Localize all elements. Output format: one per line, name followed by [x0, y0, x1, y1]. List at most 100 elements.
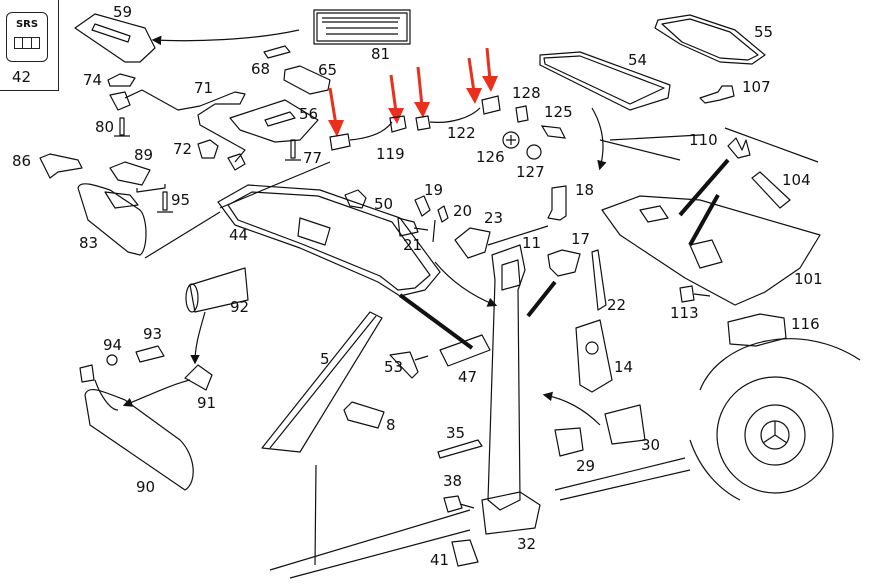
part-label-38: 38: [443, 472, 463, 490]
part-125-screw: [540, 125, 567, 139]
part-92-tube: [189, 267, 249, 313]
red-arrow-1: [328, 87, 344, 137]
part-label-65: 65: [318, 61, 338, 79]
part-119-cable: [329, 115, 407, 151]
part-32-trim: [481, 491, 541, 535]
part-label-59: 59: [113, 3, 133, 21]
part-21-screw: [397, 217, 429, 237]
part-label-95: 95: [171, 191, 191, 209]
part-label-89: 89: [134, 146, 154, 164]
srs-airbag-icon: SRS: [6, 12, 48, 62]
part-label-92: 92: [230, 298, 250, 316]
part-95-screw: [157, 191, 173, 213]
part-91-pad: [184, 364, 213, 391]
part-label-18: 18: [575, 181, 595, 199]
part-86-clip: [39, 153, 83, 179]
part-5-pillar: [261, 311, 383, 453]
part-83-mirror: [77, 183, 147, 256]
part-label-91: 91: [197, 394, 217, 412]
part-90-mirror: [84, 388, 194, 491]
part-11-pillar: [487, 244, 526, 511]
part-17-clip: [547, 249, 581, 277]
part-label-72: 72: [173, 140, 193, 158]
part-18-bracket: [547, 185, 567, 221]
part-label-110: 110: [689, 131, 718, 149]
part-label-14: 14: [614, 358, 634, 376]
part-label-116: 116: [791, 315, 820, 333]
part-label-11: 11: [522, 234, 542, 252]
part-label-5: 5: [320, 350, 330, 368]
part-81-label-plate: [313, 9, 411, 45]
red-arrow-3: [414, 66, 430, 118]
part-label-29: 29: [576, 457, 596, 475]
part-label-86: 86: [12, 152, 32, 170]
part-23-trim: [454, 227, 491, 259]
part-110-emblem: [727, 137, 751, 159]
part-20-clip: [432, 205, 449, 243]
srs-badge-text: SRS: [15, 19, 39, 30]
part-74-clip: [107, 73, 136, 87]
part-77-screw: [285, 139, 301, 161]
srs-indicator-grid: [14, 37, 40, 49]
part-116-block: [727, 313, 787, 347]
part-label-74: 74: [83, 71, 103, 89]
part-8-clip: [343, 401, 385, 429]
part-56-visor: [229, 99, 319, 143]
part-label-101: 101: [794, 270, 823, 288]
part-label-32: 32: [517, 535, 537, 553]
part-101-rear-panel: [601, 195, 821, 306]
part-label-30: 30: [641, 436, 661, 454]
part-label-107: 107: [742, 78, 771, 96]
part-71-harness: [124, 89, 246, 163]
part-128-clip: [515, 105, 529, 123]
part-113-screw: [679, 285, 711, 303]
part-label-122: 122: [447, 124, 476, 142]
red-arrow-5: [482, 47, 498, 92]
part-label-83: 83: [79, 234, 99, 252]
part-label-71: 71: [194, 79, 214, 97]
wheel: [716, 376, 834, 494]
part-label-126: 126: [476, 148, 505, 166]
part-44-headliner: [217, 184, 441, 297]
part-93-bolt: [135, 345, 165, 363]
part-label-54: 54: [628, 51, 648, 69]
part-label-56: 56: [299, 105, 319, 123]
part-54-lamp-housing: [539, 51, 671, 111]
part-label-41: 41: [430, 551, 450, 569]
part-94-washer: [106, 354, 118, 366]
part-122-cable: [415, 95, 501, 131]
part-label-93: 93: [143, 325, 163, 343]
part-72-clip: [197, 139, 219, 159]
red-arrow-2: [388, 74, 404, 124]
part-126-screw: [502, 131, 520, 149]
part-38-screw: [443, 495, 475, 513]
part-50-clip: [344, 189, 367, 209]
srs-inset-panel: SRS 42: [0, 0, 59, 91]
highlight-arrows: [328, 47, 498, 137]
part-80-screw: [114, 117, 130, 137]
part-55-frame: [654, 14, 766, 65]
part-30-clip: [604, 404, 646, 445]
part-label-125: 125: [544, 103, 573, 121]
part-label-50: 50: [374, 195, 394, 213]
part-47-vent: [439, 334, 491, 367]
part-label-35: 35: [446, 424, 466, 442]
part-label-44: 44: [229, 226, 249, 244]
part-label-81: 81: [371, 45, 391, 63]
part-label-47: 47: [458, 368, 478, 386]
part-14-cover: [575, 319, 613, 393]
part-label-21: 21: [403, 236, 423, 254]
part-label-119: 119: [376, 145, 405, 163]
part-label-20: 20: [453, 202, 473, 220]
part-35-strip: [437, 439, 483, 459]
red-arrow-4: [466, 57, 482, 104]
part-41-clip: [451, 539, 479, 567]
part-label-90: 90: [136, 478, 156, 496]
part-label-8: 8: [386, 416, 396, 434]
part-104-handle: [751, 171, 791, 209]
part-89-nut: [109, 161, 151, 186]
part-label-80: 80: [95, 118, 115, 136]
part-19-clip: [414, 195, 431, 217]
